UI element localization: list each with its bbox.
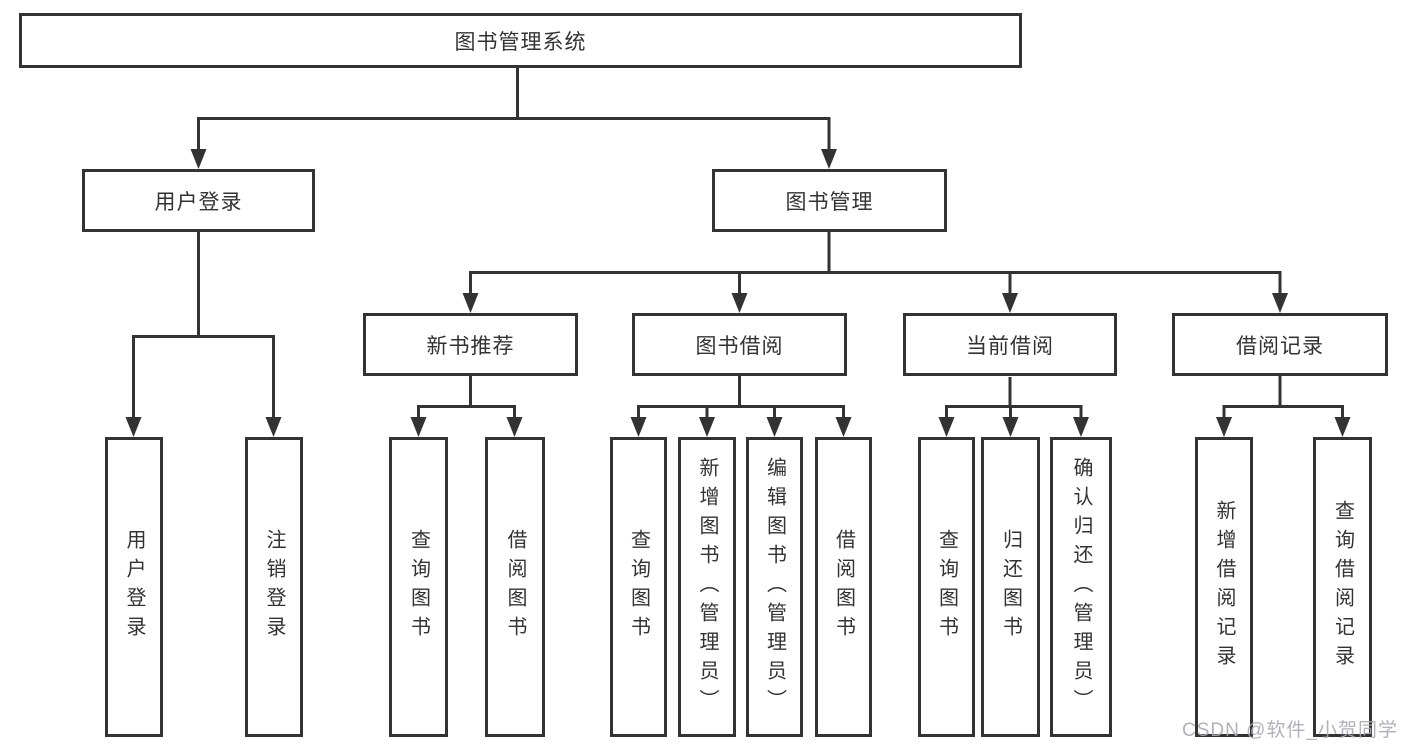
leaf-query-borrow-record: 查询借阅记录 xyxy=(1313,437,1372,737)
leaf-edit-books-admin: 编辑图书（管理员） xyxy=(746,437,803,737)
leaf-return-books: 归还图书 xyxy=(981,437,1040,737)
leaf-query-books-current: 查询图书 xyxy=(918,437,975,737)
node-book-borrowing: 图书借阅 xyxy=(632,313,847,376)
leaf-borrow-books-recommend-label: 借阅图书 xyxy=(504,529,526,645)
leaf-query-borrow-record-label: 查询借阅记录 xyxy=(1331,500,1354,674)
leaf-logout: 注销登录 xyxy=(245,437,303,737)
node-user-login: 用户登录 xyxy=(82,169,315,232)
node-book-management-label: 图书管理 xyxy=(785,190,874,214)
leaf-user-login-label: 用户登录 xyxy=(123,529,145,645)
leaf-query-books-borrowing: 查询图书 xyxy=(610,437,667,737)
node-current-borrowing: 当前借阅 xyxy=(903,313,1117,376)
leaf-add-borrow-record-label: 新增借阅记录 xyxy=(1213,500,1235,674)
leaf-borrow-books: 借阅图书 xyxy=(815,437,872,737)
leaf-borrow-books-recommend: 借阅图书 xyxy=(485,437,545,737)
node-borrowing-records-label: 借阅记录 xyxy=(1236,334,1324,358)
leaf-edit-books-admin-label: 编辑图书（管理员） xyxy=(763,456,786,718)
leaf-confirm-return-admin: 确认归还（管理员） xyxy=(1050,437,1112,737)
node-book-borrowing-label: 图书借阅 xyxy=(695,334,784,358)
leaf-user-login: 用户登录 xyxy=(105,437,163,737)
csdn-watermark: CSDN @软件_小贺同学 xyxy=(1182,720,1398,741)
node-root-label: 图书管理系统 xyxy=(454,30,587,54)
leaf-add-books-admin: 新增图书（管理员） xyxy=(678,437,736,737)
node-user-login-label: 用户登录 xyxy=(154,190,243,214)
node-book-management: 图书管理 xyxy=(712,169,947,232)
leaf-add-borrow-record: 新增借阅记录 xyxy=(1195,437,1253,737)
node-new-book-recommendation: 新书推荐 xyxy=(363,313,578,376)
node-borrowing-records: 借阅记录 xyxy=(1172,313,1388,376)
leaf-return-books-label: 归还图书 xyxy=(999,529,1022,645)
leaf-confirm-return-admin-label: 确认归还（管理员） xyxy=(1070,456,1092,718)
leaf-logout-label: 注销登录 xyxy=(263,529,285,645)
leaf-query-books-recommend-label: 查询图书 xyxy=(407,529,430,645)
node-current-borrowing-label: 当前借阅 xyxy=(966,334,1054,358)
leaf-query-books-borrowing-label: 查询图书 xyxy=(627,529,650,645)
node-root-library-system: 图书管理系统 xyxy=(19,13,1022,68)
leaf-borrow-books-label: 借阅图书 xyxy=(832,529,855,645)
leaf-query-books-current-label: 查询图书 xyxy=(935,529,958,645)
leaf-query-books-recommend: 查询图书 xyxy=(389,437,448,737)
node-new-book-recommendation-label: 新书推荐 xyxy=(426,334,515,358)
leaf-add-books-admin-label: 新增图书（管理员） xyxy=(696,456,718,718)
